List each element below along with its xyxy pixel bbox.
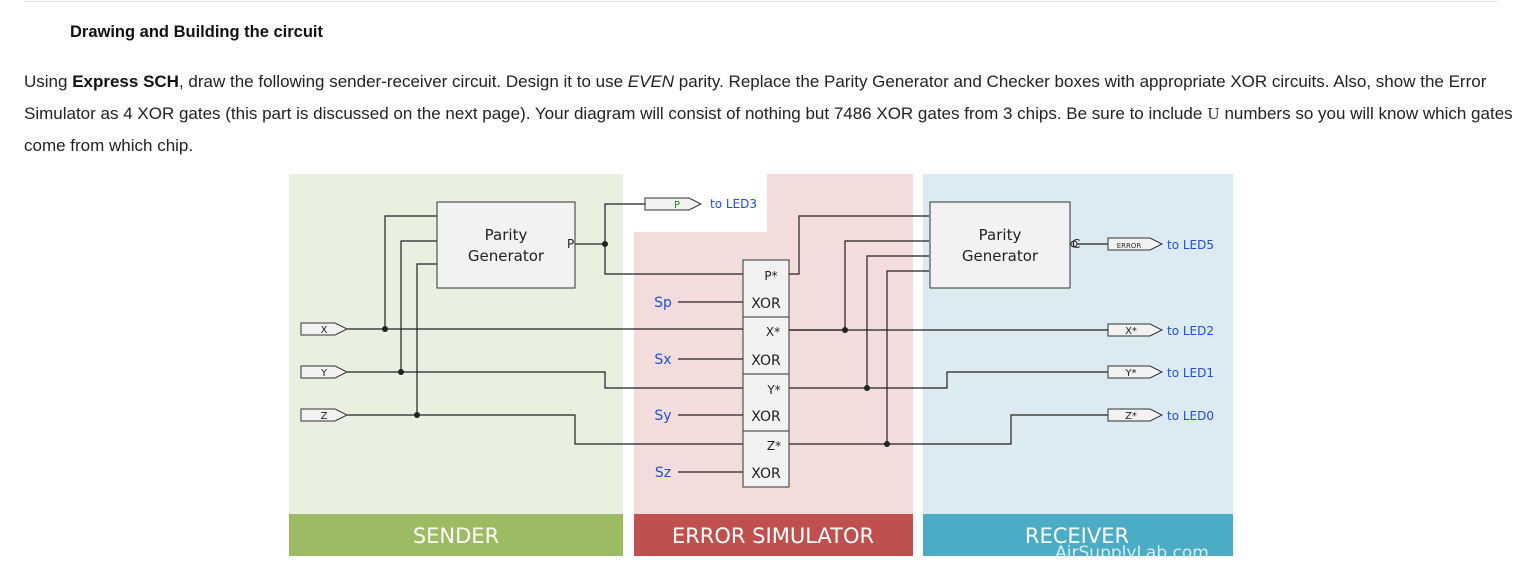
- wire-z-star: [789, 270, 929, 445]
- p-connector: P to LED3: [644, 197, 757, 211]
- connector-shape: [300, 408, 349, 422]
- wire-pg-in: [400, 240, 437, 372]
- gate-output-label: Z*: [767, 439, 781, 453]
- u-symbol: U: [1207, 104, 1220, 123]
- wires: [347, 203, 1108, 473]
- connector-label: Z*: [1125, 411, 1137, 422]
- divider-gap: [623, 232, 634, 514]
- divider-gap: [913, 174, 923, 514]
- receiver-parity-generator: Parity Generator C: [929, 201, 1080, 289]
- junction-dot: [382, 326, 388, 332]
- section-heading: Drawing and Building the circuit: [70, 23, 324, 41]
- sender-band: [289, 514, 623, 556]
- junction-dot: [864, 385, 870, 391]
- watermark: AirSupplyLab.com: [1055, 543, 1209, 558]
- connector-label: Y*: [1124, 368, 1136, 379]
- parity-emphasis: EVEN: [627, 72, 675, 91]
- receiver-band: [923, 514, 1233, 556]
- led-destination: to LED1: [1167, 366, 1214, 380]
- input-connectors: X Y Z: [300, 322, 349, 422]
- para-text: parity. Replace the Parity Generator and…: [24, 72, 1487, 123]
- xor-label: XOR: [751, 353, 781, 369]
- output-connector-error: ERROR to LED5: [1107, 237, 1214, 252]
- parity-box: [436, 201, 576, 289]
- gate-output-label: X*: [766, 325, 780, 339]
- error-band: [634, 514, 913, 556]
- connector-label: X: [321, 325, 328, 336]
- junction-dot: [414, 412, 420, 418]
- input-connector-y: Y: [300, 365, 349, 379]
- connector-label: Z: [321, 411, 328, 422]
- junction-dot: [398, 369, 404, 375]
- switch-label: Sp: [654, 295, 672, 311]
- xor-gate: [742, 430, 790, 488]
- output-connectors: ERROR to LED5 X* to LED2 Y* to LED1 Z* t…: [1107, 237, 1214, 423]
- junctions: [382, 241, 890, 447]
- parity-box: [929, 201, 1071, 289]
- junction-dot: [884, 441, 890, 447]
- connector-shape: [300, 322, 349, 336]
- switch-label: Sy: [654, 408, 671, 424]
- connector-label: P: [674, 200, 680, 211]
- led-destination: to LED5: [1167, 238, 1214, 252]
- connector-shape: [1107, 408, 1164, 422]
- input-connector-x: X: [300, 322, 349, 336]
- gate-output-label: Y*: [766, 383, 780, 397]
- gate-output-label: P*: [764, 269, 777, 283]
- parity-out-label: P: [567, 237, 574, 251]
- parity-out-label: C: [1072, 237, 1080, 251]
- wire-pg-in: [416, 263, 437, 415]
- switch-label: Sz: [655, 465, 671, 481]
- wire-y: [347, 371, 747, 389]
- parity-label: Parity: [485, 226, 528, 244]
- connector-shape: [1107, 323, 1164, 337]
- connector-shape: [300, 365, 349, 379]
- xor-label: XOR: [751, 296, 781, 312]
- invert-bubble: [1070, 240, 1078, 248]
- wire-p-star: [789, 215, 929, 275]
- wire-y-star-out: [867, 371, 1108, 389]
- output-connector-y-star: Y* to LED1: [1107, 365, 1214, 380]
- input-connector-z: Z: [300, 408, 349, 422]
- led-destination: to LED0: [1167, 409, 1214, 423]
- circuit-diagram: SENDER ERROR SIMULATOR RECEIVER AirSuppl…: [289, 174, 1233, 558]
- junction-dot: [602, 241, 608, 247]
- junction-dot: [842, 327, 848, 333]
- tool-name: Express SCH: [72, 72, 179, 91]
- led-destination: to LED2: [1167, 324, 1214, 338]
- xor-label: XOR: [751, 466, 781, 482]
- sender-label: SENDER: [413, 524, 499, 548]
- wire-z-star-out: [887, 414, 1108, 445]
- sender-parity-generator: Parity Generator P: [436, 201, 576, 289]
- wire-y-star: [789, 255, 929, 389]
- wire-z: [347, 414, 747, 445]
- instructions-paragraph: Using Express SCH, draw the following se…: [24, 66, 1514, 162]
- output-connector-x-star: X* to LED2: [1107, 323, 1214, 338]
- wire-p-led: [604, 203, 645, 244]
- wire-pg-in: [384, 215, 437, 329]
- xor-label: XOR: [751, 409, 781, 425]
- xor-gate-stack: P* XOR X* XOR Y* XOR Z* XOR: [742, 259, 790, 488]
- parity-label: Generator: [468, 247, 545, 265]
- connector-shape: [1107, 365, 1164, 379]
- para-text: , draw the following sender-receiver cir…: [178, 72, 628, 91]
- connector-label: ERROR: [1117, 242, 1142, 250]
- connector-label: Y: [320, 368, 328, 379]
- parity-label: Parity: [979, 226, 1022, 244]
- error-simulator-label: ERROR SIMULATOR: [672, 524, 874, 548]
- led-destination: to LED3: [710, 197, 757, 211]
- wire-p: [575, 243, 747, 275]
- parity-label: Generator: [962, 247, 1039, 265]
- connector-shape: [644, 197, 703, 211]
- connector-label: X*: [1125, 326, 1137, 337]
- output-connector-z-star: Z* to LED0: [1107, 408, 1214, 423]
- para-text: numbers so you will know which gates com…: [24, 103, 1513, 156]
- para-text: Using: [24, 72, 73, 91]
- connector-shape: [1107, 237, 1164, 251]
- switch-label: Sx: [654, 352, 671, 368]
- receiver-label: RECEIVER: [1025, 524, 1129, 548]
- top-divider: [24, 1, 1498, 2]
